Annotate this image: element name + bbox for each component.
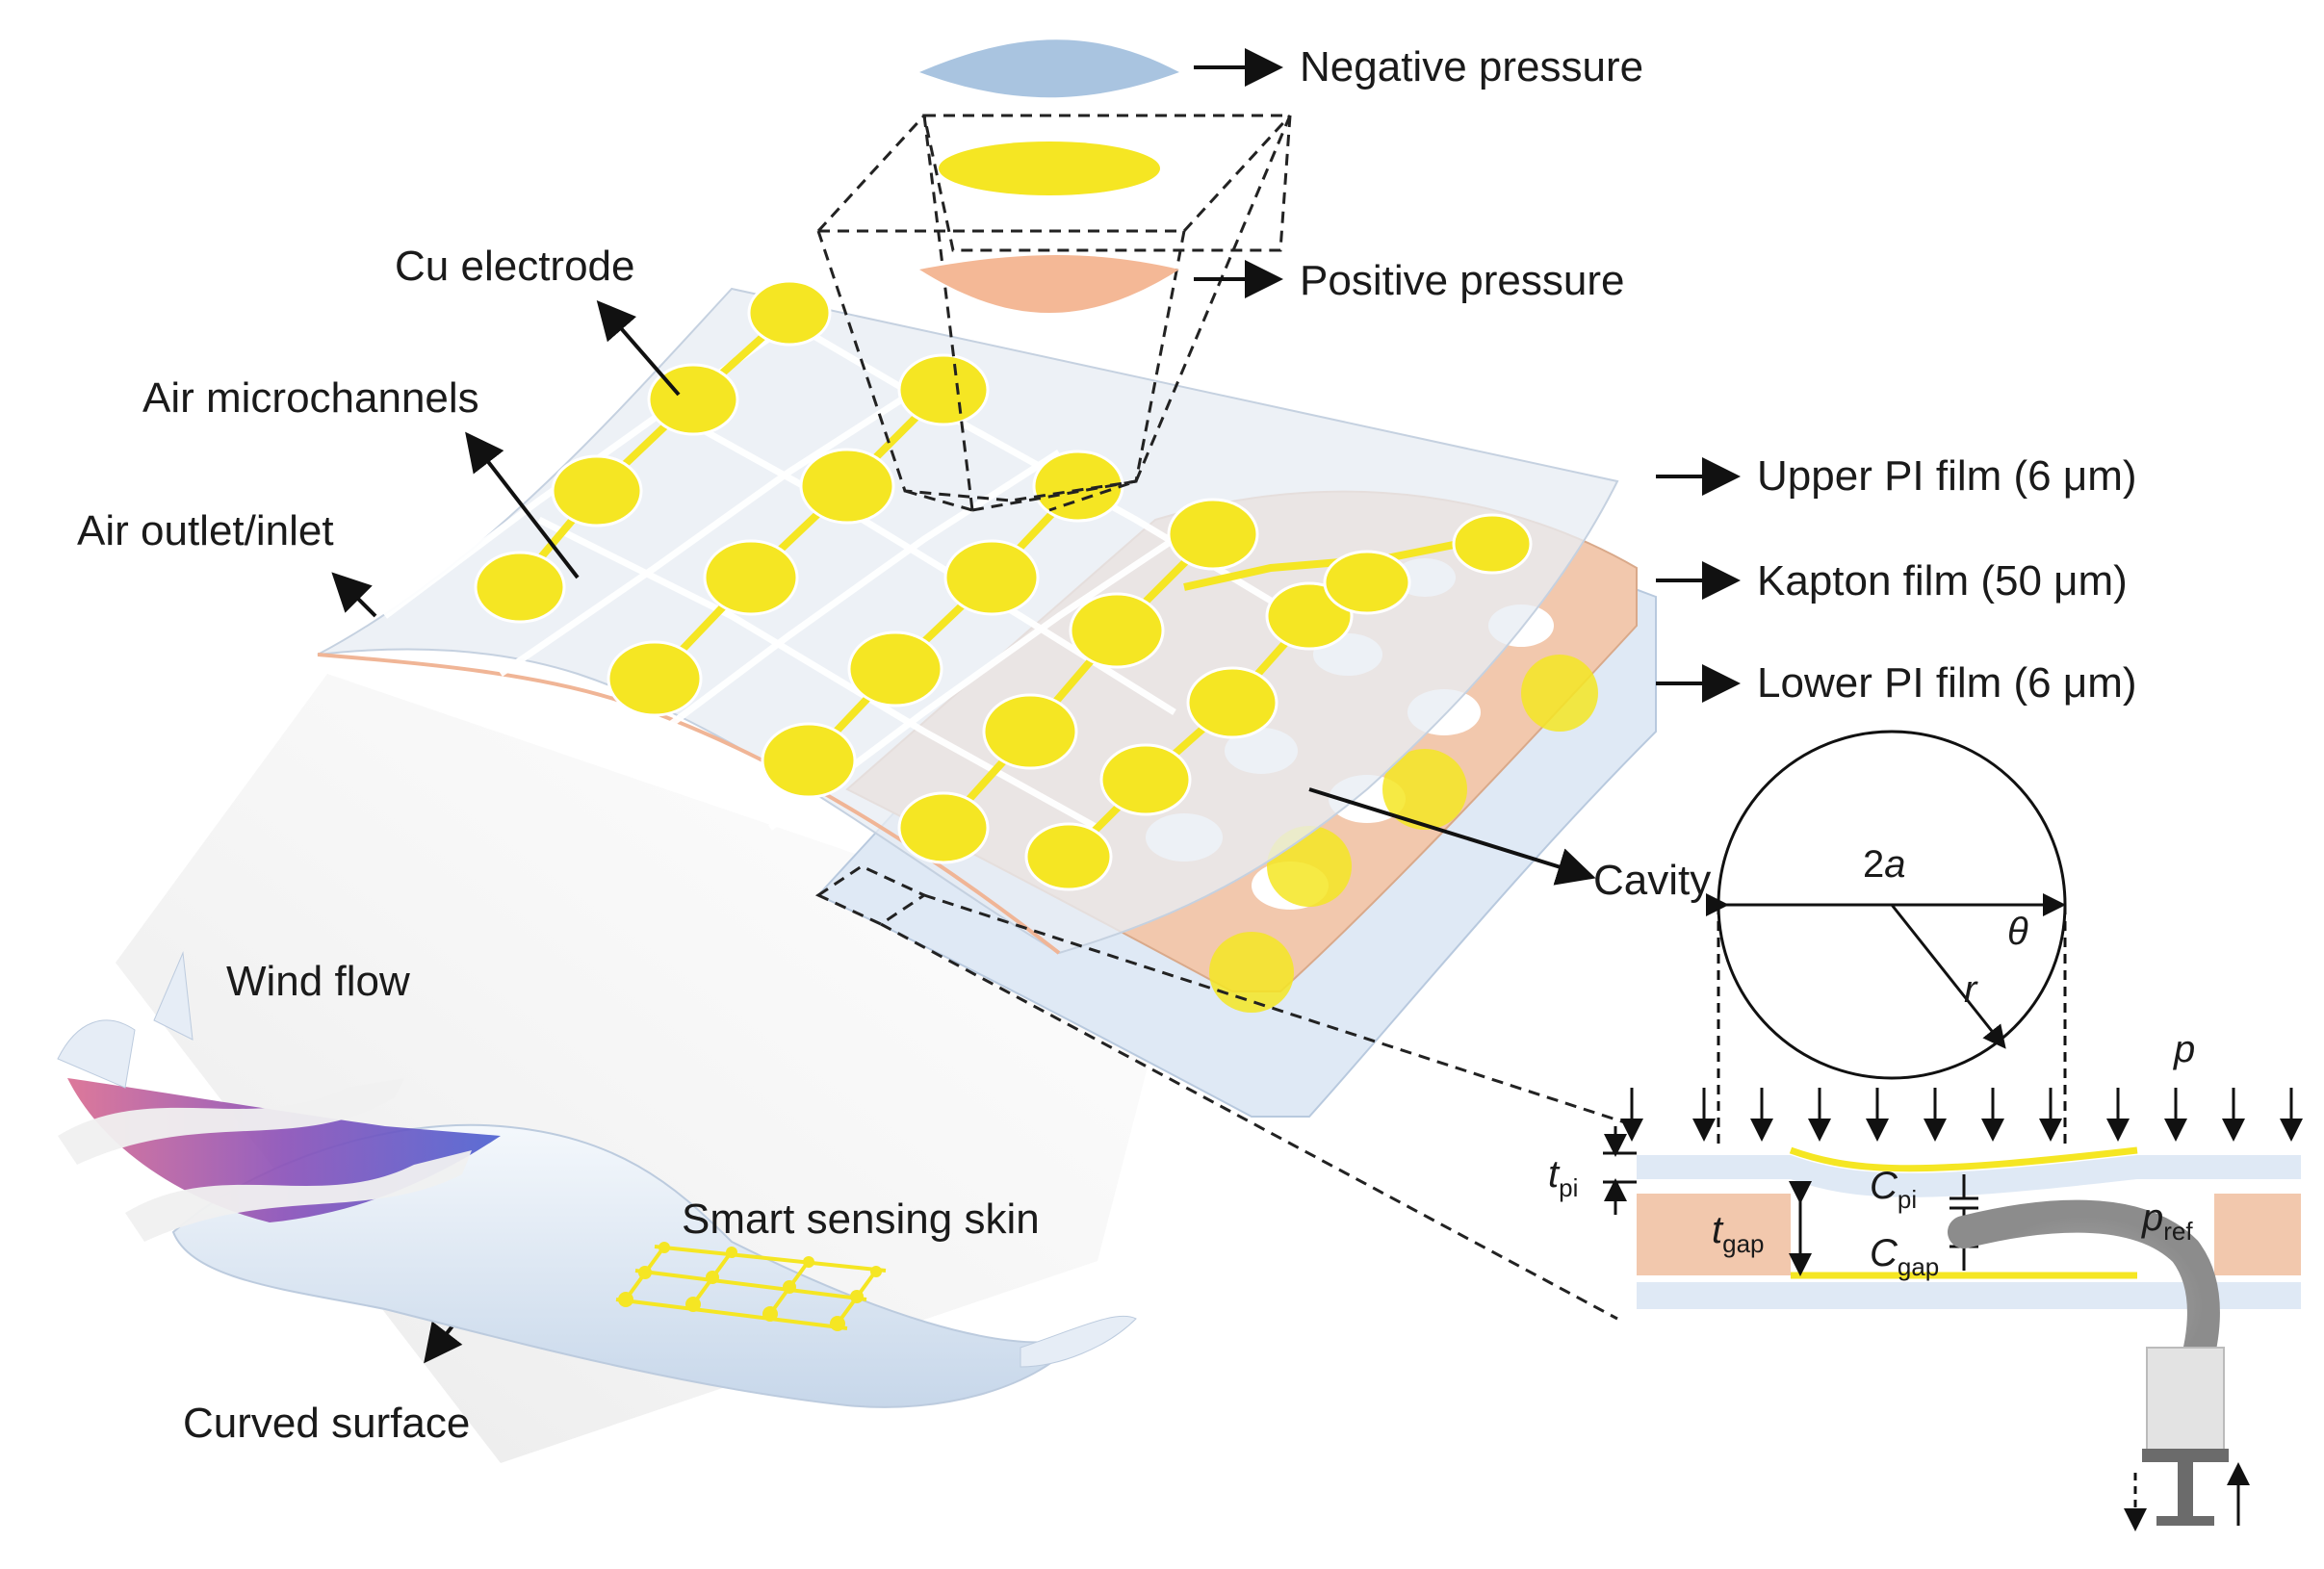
label-wind-flow: Wind flow [226, 958, 410, 1005]
wind-flow-ribbon-2 [125, 1150, 472, 1242]
symbol-c-pi: Cpi [1870, 1165, 1918, 1214]
zoom-box-lower [814, 864, 1638, 1321]
symbol-t-pi: tpi [1548, 1153, 1579, 1202]
syringe-plunger-head [2142, 1449, 2229, 1462]
cross-section [1603, 730, 2303, 1531]
label-air-outlet-inlet: Air outlet/inlet [77, 507, 334, 554]
radius-line [1890, 904, 2006, 1049]
kapton-spacer-left [1637, 1194, 1791, 1275]
upper-pi-layer [1637, 1155, 2301, 1197]
sensor-sheet [249, 114, 1657, 1321]
label-curved-surface: Curved surface [183, 1400, 471, 1447]
label-air-microchannels: Air microchannels [142, 374, 479, 422]
symbol-diameter: 2a [1863, 843, 1906, 886]
label-arrows [331, 48, 1741, 1364]
electrode-traces [516, 310, 1484, 860]
smart-skin-dots [618, 1242, 882, 1331]
zoom-box-top [816, 114, 1292, 512]
label-lower-pi-film: Lower PI film (6 μm) [1757, 659, 2137, 707]
wind-flow-ribbon-1 [58, 1078, 404, 1165]
syringe-plunger-rod [2178, 1462, 2193, 1518]
pressure-arrows [1620, 1088, 2303, 1142]
syringe-plunger-foot [2156, 1516, 2214, 1526]
air-tube [1948, 1199, 2220, 1412]
symbol-radius: r [1964, 968, 1977, 1011]
symbol-t-gap: tgap [1712, 1209, 1765, 1258]
aircraft [57, 951, 1137, 1408]
label-smart-sensing-skin: Smart sensing skin [682, 1196, 1040, 1243]
upper-electrode-layer [1789, 1146, 2138, 1172]
label-negative-pressure: Negative pressure [1300, 43, 1644, 90]
symbol-p-ref: pref [2142, 1196, 2193, 1246]
positive-pressure-lens [919, 255, 1179, 313]
syringe-barrel [2146, 1347, 2225, 1454]
aircraft-nose [1020, 1315, 1137, 1368]
label-cu-electrode: Cu electrode [395, 243, 635, 290]
label-kapton-film: Kapton film (50 μm) [1757, 557, 2128, 604]
upper-electrodes [474, 279, 1533, 891]
label-upper-pi-film: Upper PI film (6 μm) [1757, 452, 2137, 500]
kapton-spacer-right [2214, 1194, 2301, 1275]
electrode-top-view [939, 141, 1160, 195]
symbol-theta: θ [2007, 911, 2028, 953]
symbol-pressure: p [2174, 1028, 2196, 1070]
label-positive-pressure: Positive pressure [1300, 257, 1625, 304]
aircraft-tail [57, 1019, 136, 1089]
upper-pi-film [317, 287, 1619, 955]
label-cavity: Cavity [1593, 857, 1712, 904]
aircraft-tail-fin [153, 951, 194, 1041]
negative-pressure-lens [919, 39, 1179, 98]
symbol-c-gap: Cgap [1870, 1232, 1940, 1281]
thickness-markers [1603, 1126, 1812, 1276]
